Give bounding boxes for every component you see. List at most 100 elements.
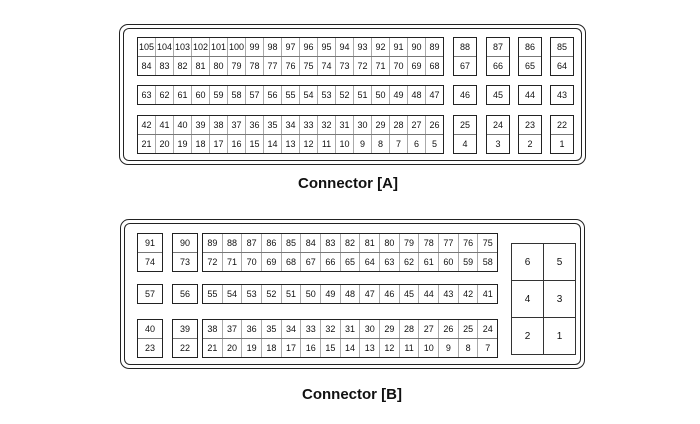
pin-12: 12 [379, 339, 399, 357]
pin-row: 4 [454, 134, 476, 153]
pin-42: 42 [141, 119, 152, 130]
pin-56: 56 [263, 86, 281, 104]
pin-row: 25 [454, 116, 476, 134]
pin-82: 82 [339, 234, 360, 252]
pin-row: 46 [454, 86, 476, 104]
pin-73: 73 [335, 57, 353, 75]
pin-36: 36 [245, 116, 263, 134]
pin-27: 27 [407, 116, 425, 134]
pin-50: 50 [300, 285, 320, 303]
pin-16: 16 [300, 339, 320, 357]
pin-11: 11 [317, 135, 335, 153]
pin-81: 81 [191, 57, 209, 75]
pin-101: 101 [209, 38, 227, 56]
pin-79: 79 [227, 57, 245, 75]
pin-81: 81 [359, 234, 379, 252]
pin-41: 41 [155, 116, 173, 134]
pin-87: 87 [492, 41, 503, 52]
pin-row: 85 [551, 38, 573, 56]
pin-31: 31 [335, 116, 353, 134]
pin-32: 32 [320, 320, 340, 338]
pin-row: 86 [519, 38, 541, 56]
pin-83: 83 [320, 234, 340, 252]
pin-row: 40 [138, 320, 162, 338]
pin-28: 28 [389, 116, 407, 134]
pin-row: 43 [551, 86, 573, 104]
pin-103: 103 [173, 38, 191, 56]
pin-row: 24 [487, 116, 509, 134]
pin-70: 70 [389, 57, 407, 75]
pin-76: 76 [457, 234, 478, 252]
pin-85: 85 [280, 234, 301, 252]
pin-row: 23 [138, 338, 162, 357]
pin-91: 91 [144, 237, 155, 248]
pin-90: 90 [179, 237, 190, 248]
pin-row: 57 [138, 285, 162, 303]
pin-64: 64 [556, 60, 567, 71]
pin-88: 88 [459, 41, 470, 52]
pin-59: 59 [209, 86, 227, 104]
pin-2: 2 [511, 317, 544, 355]
pin-row: 66 [487, 56, 509, 75]
connector-a-pin-group: 44 [518, 85, 542, 105]
pin-72: 72 [353, 57, 371, 75]
pin-44: 44 [418, 285, 438, 303]
pin-104: 104 [155, 38, 173, 56]
pin-4: 4 [462, 138, 468, 149]
pin-row: 44 [519, 86, 541, 104]
pin-row: 67 [454, 56, 476, 75]
pin-15: 15 [320, 339, 340, 357]
pin-35: 35 [261, 320, 281, 338]
pin-1: 1 [559, 138, 565, 149]
pin-row: 23 [519, 116, 541, 134]
pin-row: 1 [551, 134, 573, 153]
pin-45: 45 [492, 89, 503, 100]
connector-a-caption: Connector [A] [298, 175, 398, 192]
pin-37: 37 [221, 320, 242, 338]
connector-a-pin-group: 45 [486, 85, 510, 105]
pin-row: 90 [173, 234, 197, 252]
pin-86: 86 [524, 41, 535, 52]
pin-58: 58 [477, 253, 497, 271]
pin-9: 9 [353, 135, 371, 153]
pin-58: 58 [227, 86, 245, 104]
pin-16: 16 [227, 135, 245, 153]
pin-93: 93 [353, 38, 371, 56]
pin-39: 39 [191, 116, 209, 134]
pin-55: 55 [207, 288, 218, 299]
pin-1: 1 [543, 317, 576, 355]
pin-78: 78 [245, 57, 263, 75]
pin-19: 19 [241, 339, 261, 357]
pin-37: 37 [227, 116, 245, 134]
pin-row: 87 [487, 38, 509, 56]
pin-5: 5 [425, 135, 443, 153]
pin-50: 50 [371, 86, 389, 104]
pin-69: 69 [261, 253, 281, 271]
pin-78: 78 [418, 234, 438, 252]
pin-10: 10 [418, 339, 438, 357]
pin-88: 88 [221, 234, 242, 252]
pin-33: 33 [300, 320, 320, 338]
pin-40: 40 [144, 323, 155, 334]
pin-24: 24 [492, 119, 503, 130]
pin-21: 21 [207, 342, 218, 353]
pin-74: 74 [144, 256, 155, 267]
pin-45: 45 [398, 285, 419, 303]
pin-63: 63 [379, 253, 399, 271]
pin-8: 8 [457, 339, 478, 357]
pin-44: 44 [524, 89, 535, 100]
pin-6: 6 [407, 135, 425, 153]
pin-34: 34 [280, 320, 301, 338]
pin-43: 43 [556, 89, 567, 100]
pin-13: 13 [359, 339, 379, 357]
